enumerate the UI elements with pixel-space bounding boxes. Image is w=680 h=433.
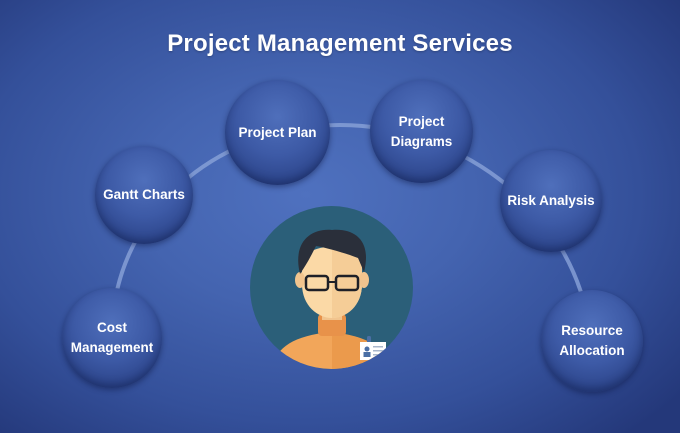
- project-manager-avatar-icon: [250, 206, 413, 369]
- node-label: Resource Allocation: [559, 323, 625, 358]
- node-cost-management: Cost Management: [62, 288, 162, 388]
- node-label: Gantt Charts: [103, 187, 185, 202]
- node-project-plan: Project Plan: [225, 80, 330, 185]
- node-gantt-charts: Gantt Charts: [95, 146, 193, 244]
- node-resource-allocation: Resource Allocation: [541, 290, 643, 392]
- node-label: Risk Analysis: [507, 193, 595, 208]
- node-risk-analysis: Risk Analysis: [500, 150, 602, 252]
- node-project-diagrams: Project Diagrams: [370, 80, 473, 183]
- node-label: Project Plan: [238, 124, 317, 140]
- diagram-title: Project Management Services: [167, 30, 513, 57]
- node-label: Project Diagrams: [390, 113, 453, 149]
- node-label: Cost Management: [70, 320, 154, 355]
